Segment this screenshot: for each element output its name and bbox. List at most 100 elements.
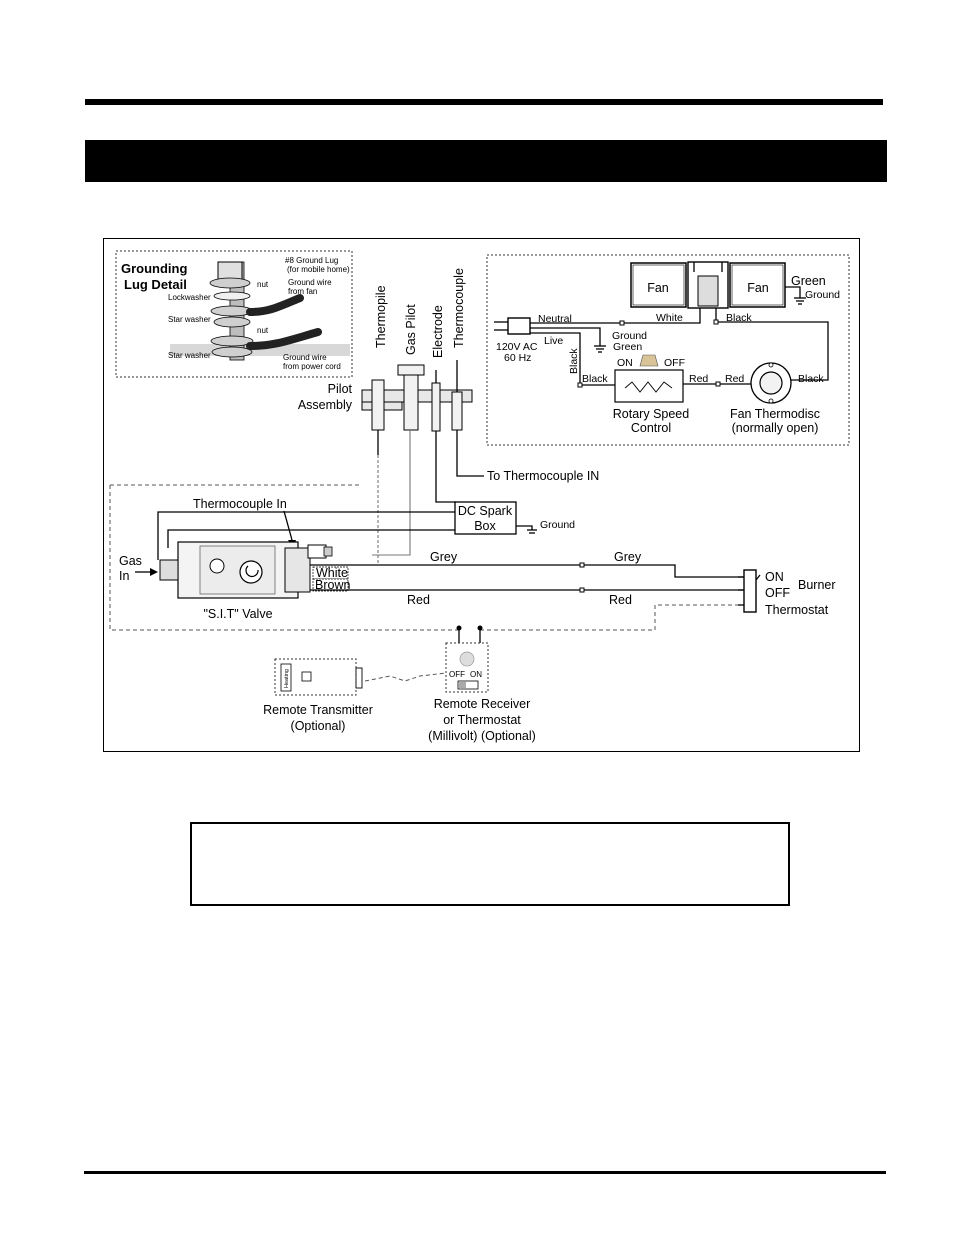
- wiring-diagram-frame: [103, 238, 860, 752]
- black-connector: [713, 319, 719, 325]
- ground-lug-head: [217, 261, 243, 281]
- receiver-label-3: (Millivolt) (Optional): [428, 729, 536, 743]
- pilot-assembly-label-2: Assembly: [298, 398, 353, 412]
- live-connector: [577, 382, 583, 388]
- fan-left: [630, 262, 687, 308]
- star-washer-label-2: Star washer: [168, 351, 211, 360]
- thermodisc-hole-bottom: [768, 398, 774, 404]
- valve-label: "S.I.T" Valve: [203, 607, 272, 621]
- thermopile-lead-down: [360, 455, 379, 566]
- power-label-2: 60 Hz: [504, 352, 531, 364]
- rotary-knob: [639, 354, 659, 367]
- burner-switch: [743, 569, 757, 613]
- ground-lug-note: (for mobile home): [287, 265, 350, 274]
- notice-box: [190, 822, 790, 906]
- brown-wire-tag: [312, 578, 349, 592]
- nut-mid: [213, 316, 251, 328]
- valve-knob-mark: [245, 565, 259, 578]
- spark-label-2: Box: [474, 519, 496, 533]
- thermostat-dashed-lead: [480, 604, 745, 631]
- ground-wire-cord-label-1: Ground wire: [283, 353, 327, 362]
- pilot-assembly: Thermopile Gas Pilot Electrode Thermocou…: [298, 268, 599, 566]
- valve-enclosure-left: [109, 485, 460, 631]
- lockwasher-label: Lockwasher: [168, 293, 211, 302]
- red-connector: [715, 381, 721, 387]
- power-plug: [507, 317, 531, 335]
- fitting-nut: [323, 546, 333, 557]
- receiver-label-1: Remote Receiver: [434, 697, 531, 711]
- ground-green-label-2: Green: [613, 341, 642, 353]
- black-top-label: Black: [726, 312, 752, 324]
- thermodisc-label-2: (normally open): [732, 421, 819, 435]
- rotary-resistor: [624, 381, 673, 393]
- remote-receiver: [445, 642, 489, 693]
- thermodisc-hole-top: [768, 362, 774, 368]
- grounding-detail-box: [115, 250, 353, 378]
- red-valve-connector: [579, 587, 585, 593]
- transmitter-badge: [280, 663, 292, 692]
- receiver-terminal-right: [477, 625, 483, 631]
- nut-top: [209, 277, 251, 289]
- remote-signal: [364, 672, 447, 682]
- black-right-label: Black: [798, 373, 824, 385]
- nut-top-label: nut: [257, 280, 269, 289]
- transmitter-label-1: Remote Transmitter: [263, 703, 373, 717]
- gas-in-label-2: In: [119, 569, 129, 583]
- gas-pilot-hood: [397, 364, 425, 376]
- grounding-lug-detail: Grounding Lug Detail #8 Ground Lug (for …: [115, 250, 353, 378]
- thermocouple-body: [451, 391, 463, 431]
- rotary-speed-control: [614, 369, 684, 403]
- ground-green-label-1: Ground: [612, 330, 647, 342]
- ground-wire-fan-label-1: Ground wire: [288, 278, 332, 287]
- off-label: OFF: [664, 357, 685, 369]
- receiver-off-label: OFF: [449, 670, 465, 679]
- ground-wire-fan-label-2: from fan: [288, 287, 317, 296]
- grey-label-2: Grey: [614, 550, 642, 564]
- nut-bottom: [211, 346, 253, 358]
- fan-right-label: Fan: [747, 281, 769, 295]
- footer-rule: [84, 1171, 886, 1174]
- electrode-lead: [435, 431, 456, 503]
- ground-wire-cord-label-2: from power cord: [283, 362, 341, 371]
- neutral-white-wire: [530, 308, 701, 324]
- white-label: White: [656, 312, 683, 324]
- fan-ground-wire: [785, 286, 801, 298]
- gas-inlet: [159, 559, 179, 581]
- switch-off-label: OFF: [765, 586, 790, 600]
- fan-circuit-box: [486, 254, 850, 446]
- on-label: ON: [617, 357, 633, 369]
- spark-ground-label: Ground: [540, 519, 575, 531]
- spark-label-1: DC Spark: [458, 504, 513, 518]
- black-left-label: Black: [582, 373, 608, 385]
- grey-wire: [310, 564, 745, 578]
- neutral-connector: [619, 320, 625, 326]
- thermodisc-center: [759, 371, 783, 395]
- dc-spark-box: [454, 501, 517, 535]
- white-wire-label: White: [316, 566, 348, 580]
- section-title-bar: [85, 140, 887, 182]
- neutral-label: Neutral: [538, 313, 572, 325]
- nut-mid-label: nut: [257, 326, 269, 335]
- thermodisc-label-1: Fan Thermodisc: [730, 407, 820, 421]
- thermopile-label: Thermopile: [374, 285, 388, 348]
- red-label-2: Red: [725, 373, 744, 385]
- fan-left-inner: [632, 264, 685, 306]
- thermostat-label: Thermostat: [765, 603, 829, 617]
- electrode-body: [431, 382, 441, 432]
- thermocouple-in-arrow: [283, 510, 293, 541]
- red-valve-label-2: Red: [609, 593, 632, 607]
- brown-wire-label: Brown: [315, 578, 350, 592]
- grey-label-1: Grey: [430, 550, 458, 564]
- black-vertical-label: Black: [568, 348, 580, 374]
- thermocouple-lead: [456, 430, 484, 477]
- thermocouple-fitting: [307, 544, 327, 559]
- transmitter-label-2: (Optional): [291, 719, 346, 733]
- live-label: Live: [544, 335, 563, 347]
- receiver-dial: [459, 651, 475, 667]
- receiver-switch-slider: [459, 682, 466, 688]
- rotary-label-1: Rotary Speed: [613, 407, 689, 421]
- grounding-title-2: Lug Detail: [124, 277, 187, 292]
- valve-terminals: [284, 547, 311, 593]
- fan-circuit: Fan Fan Green Ground 120V AC 60 Hz Neutr…: [486, 254, 850, 446]
